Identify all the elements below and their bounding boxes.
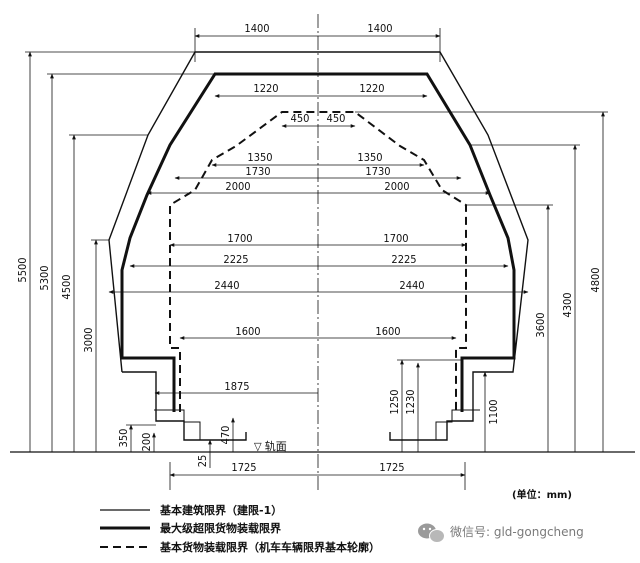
dim-1730-right: 1730: [365, 165, 390, 178]
dim-1400-right: 1400: [367, 22, 392, 35]
dim-1220-right: 1220: [359, 82, 384, 95]
legend-building-clearance: 基本建筑限界（建限-1）: [159, 503, 282, 517]
legend: 基本建筑限界（建限-1） 最大级超限货物装载限界 基本货物装载限界（机车车辆限界…: [100, 503, 380, 554]
basic-loading-outline: [169, 111, 467, 412]
dim-h1250: 1250: [388, 389, 401, 414]
dim-h3000: 3000: [82, 327, 95, 352]
wechat-icon: [418, 523, 445, 543]
dim-h3600: 3600: [534, 312, 547, 337]
dim-1700-right: 1700: [383, 232, 408, 245]
horizontal-dimensions: [108, 28, 529, 490]
dim-2225-left: 2225: [223, 253, 248, 266]
dim-1600-left: 1600: [235, 325, 260, 338]
wheel-contour-left: [154, 409, 201, 440]
legend-basic-loading: 基本货物装载限界（机车车辆限界基本轮廓）: [159, 540, 380, 554]
building-clearance-outline: [108, 51, 529, 441]
dim-1700-left: 1700: [227, 232, 252, 245]
dim-1400-left: 1400: [244, 22, 269, 35]
dim-h470: 470: [219, 426, 232, 445]
dim-h200: 200: [140, 433, 153, 452]
dim-h25: 25: [196, 455, 209, 468]
dim-2000-left: 2000: [225, 180, 250, 193]
dim-1730-left: 1730: [245, 165, 270, 178]
dim-2000-right: 2000: [384, 180, 409, 193]
vertical-dimensions: [25, 51, 608, 468]
dim-1725-right: 1725: [379, 461, 404, 474]
dim-1350-right: 1350: [357, 151, 382, 164]
dim-h4300: 4300: [561, 292, 574, 317]
dim-2440-right: 2440: [399, 279, 424, 292]
dim-450-left: 450: [291, 112, 310, 125]
dim-450-right: 450: [327, 112, 346, 125]
dim-h5500: 5500: [16, 257, 29, 282]
legend-max-overload: 最大级超限货物装载限界: [160, 521, 281, 535]
dim-h350: 350: [117, 429, 130, 448]
rail-surface-label: ▽ 轨面: [254, 439, 287, 453]
wheel-contour-right: [435, 409, 480, 440]
watermark-text: 微信号: gld-gongcheng: [450, 525, 584, 539]
dim-1220-left: 1220: [253, 82, 278, 95]
dim-h1100: 1100: [487, 399, 500, 424]
max-overload-outline: [120, 72, 516, 412]
dim-h4800: 4800: [589, 267, 602, 292]
watermark: 微信号: gld-gongcheng: [418, 523, 584, 543]
dim-h4500: 4500: [60, 274, 73, 299]
dim-2225-right: 2225: [391, 253, 416, 266]
dim-1875: 1875: [224, 380, 249, 393]
dim-2440-left: 2440: [214, 279, 239, 292]
dim-1725-left: 1725: [231, 461, 256, 474]
dim-h1230: 1230: [404, 389, 417, 414]
dim-1600-right: 1600: [375, 325, 400, 338]
dim-1350-left: 1350: [247, 151, 272, 164]
unit-label: (单位：mm): [512, 488, 572, 501]
dim-h5300: 5300: [38, 265, 51, 290]
